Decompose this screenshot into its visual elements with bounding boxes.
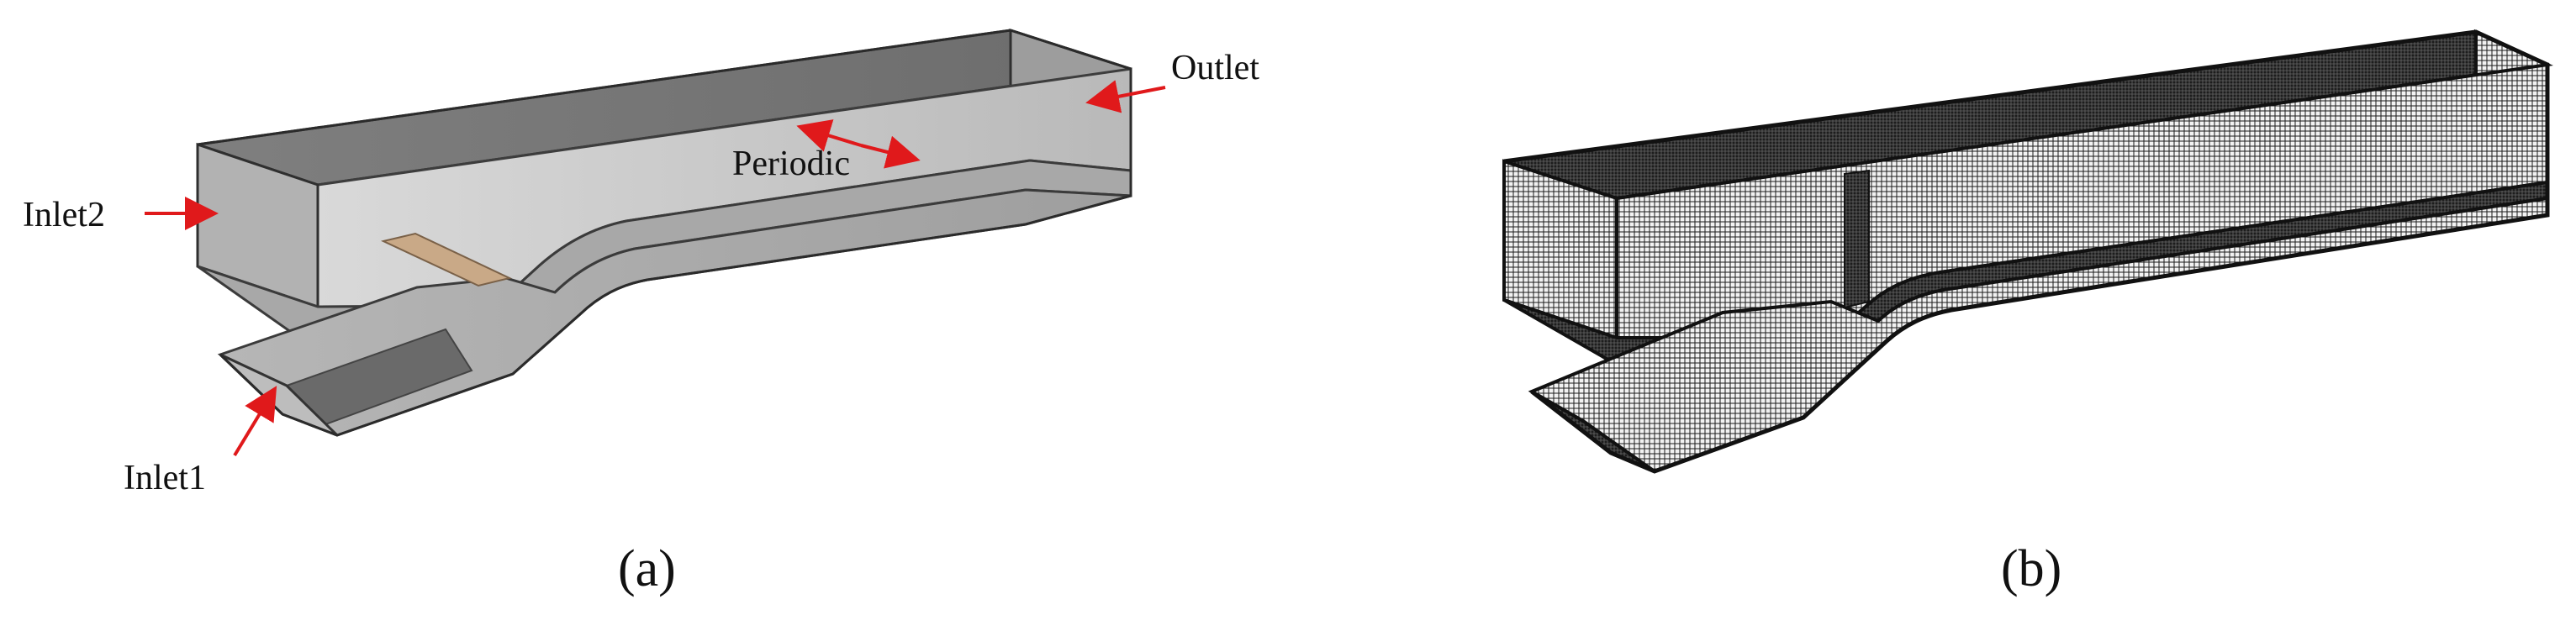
caption-a: (a) (618, 540, 676, 597)
arrow-periodic-left (796, 119, 862, 152)
splitter-plate (380, 232, 512, 287)
label-outlet: Outlet (1171, 49, 1259, 87)
caption-b: (b) (2001, 540, 2062, 597)
panel-b-geometry (1502, 29, 2554, 474)
arrow-periodic-right (860, 135, 921, 169)
label-inlet2: Inlet2 (23, 196, 105, 234)
panel-a-geometry (196, 28, 1132, 437)
main-duct-outline-overlay (197, 29, 1132, 437)
panel-a-annotations (145, 80, 1166, 457)
arrow-outlet (1085, 80, 1166, 113)
label-periodic: Periodic (732, 145, 850, 183)
label-inlet1: Inlet1 (124, 459, 206, 497)
mesh-outline-overlay (1503, 29, 2550, 474)
arrow-inlet1 (233, 386, 277, 457)
mesh-divider (1844, 169, 1870, 309)
